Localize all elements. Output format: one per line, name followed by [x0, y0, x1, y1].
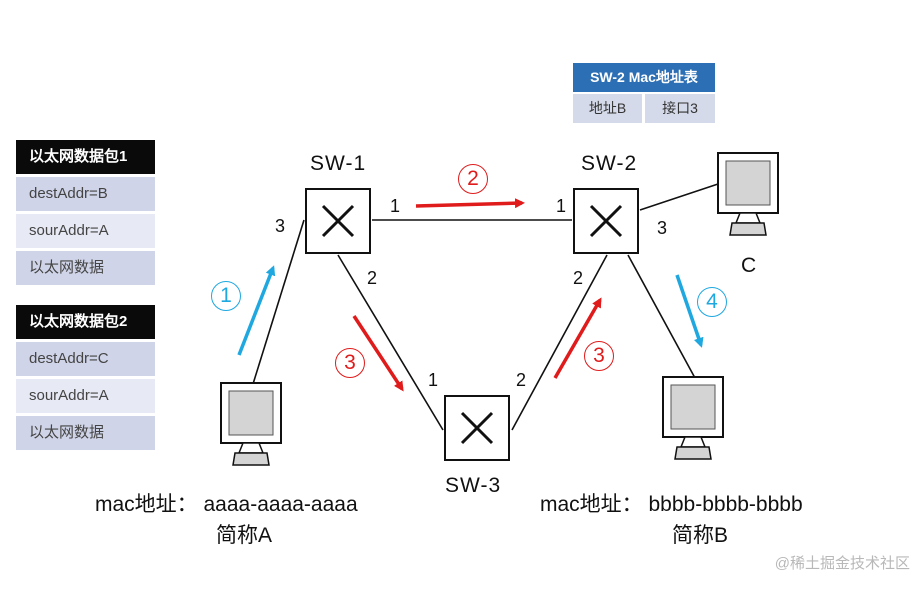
link-sw1-sw3 [337, 254, 444, 431]
arrow-step-2 [415, 198, 525, 209]
port-sw2-3: 3 [657, 218, 668, 238]
packet2-dest-addr: destAddr=C [16, 342, 155, 376]
switch-x-icon [460, 411, 494, 445]
arrow-step-4 [675, 274, 704, 348]
watermark: @稀土掘金技术社区 [774, 555, 910, 572]
port-sw3-2: 2 [516, 370, 527, 390]
computer-a-icon [220, 382, 282, 466]
port-sw1-2: 2 [367, 268, 378, 288]
packet2-title: 以太网数据包2 [16, 305, 155, 339]
step-3-marker-right: 3 [584, 341, 614, 371]
mac-table-address: 地址B [573, 94, 642, 123]
step-1-marker: 1 [211, 281, 241, 311]
mac-table-interface: 接口3 [645, 94, 715, 123]
link-sw2-b [627, 254, 696, 379]
switch-sw1-label: SW-1 [310, 152, 367, 175]
arrow-step-3a [352, 315, 404, 392]
host-b-mac-label: mac地址： bbbb-bbbb-bbbb [540, 493, 803, 516]
switch-sw3 [444, 395, 510, 461]
step-4-marker: 4 [697, 287, 727, 317]
mac-table-title: SW-2 Mac地址表 [573, 63, 715, 92]
link-sw2-c [639, 183, 719, 211]
link-a-sw1 [252, 219, 305, 385]
switch-sw2 [573, 188, 639, 254]
switch-sw2-label: SW-2 [581, 152, 638, 175]
arrow-step-1 [237, 265, 276, 356]
switch-x-icon [589, 204, 623, 238]
packet1-title: 以太网数据包1 [16, 140, 155, 174]
packet1-payload: 以太网数据 [16, 251, 155, 285]
packet2-sour-addr: sourAddr=A [16, 379, 155, 413]
switch-sw3-label: SW-3 [445, 474, 502, 497]
link-sw3-sw2 [511, 254, 608, 431]
port-sw2-1: 1 [556, 196, 567, 216]
computer-b-icon [662, 376, 724, 460]
switch-sw1 [305, 188, 371, 254]
port-sw1-3: 3 [275, 216, 286, 236]
port-sw3-1: 1 [428, 370, 439, 390]
host-b-short-label: 简称B [672, 524, 729, 547]
port-sw1-1: 1 [390, 196, 401, 216]
host-a-short-label: 简称A [216, 524, 273, 547]
packet2-payload: 以太网数据 [16, 416, 155, 450]
arrow-step-3b [553, 297, 602, 379]
computer-c-icon [717, 152, 779, 236]
packet1-dest-addr: destAddr=B [16, 177, 155, 211]
host-a-mac-label: mac地址： aaaa-aaaa-aaaa [95, 493, 358, 516]
port-sw2-2: 2 [573, 268, 584, 288]
packet1-sour-addr: sourAddr=A [16, 214, 155, 248]
host-c-label: C [741, 254, 757, 277]
step-2-marker: 2 [458, 164, 488, 194]
switch-x-icon [321, 204, 355, 238]
step-3-marker-left: 3 [335, 348, 365, 378]
